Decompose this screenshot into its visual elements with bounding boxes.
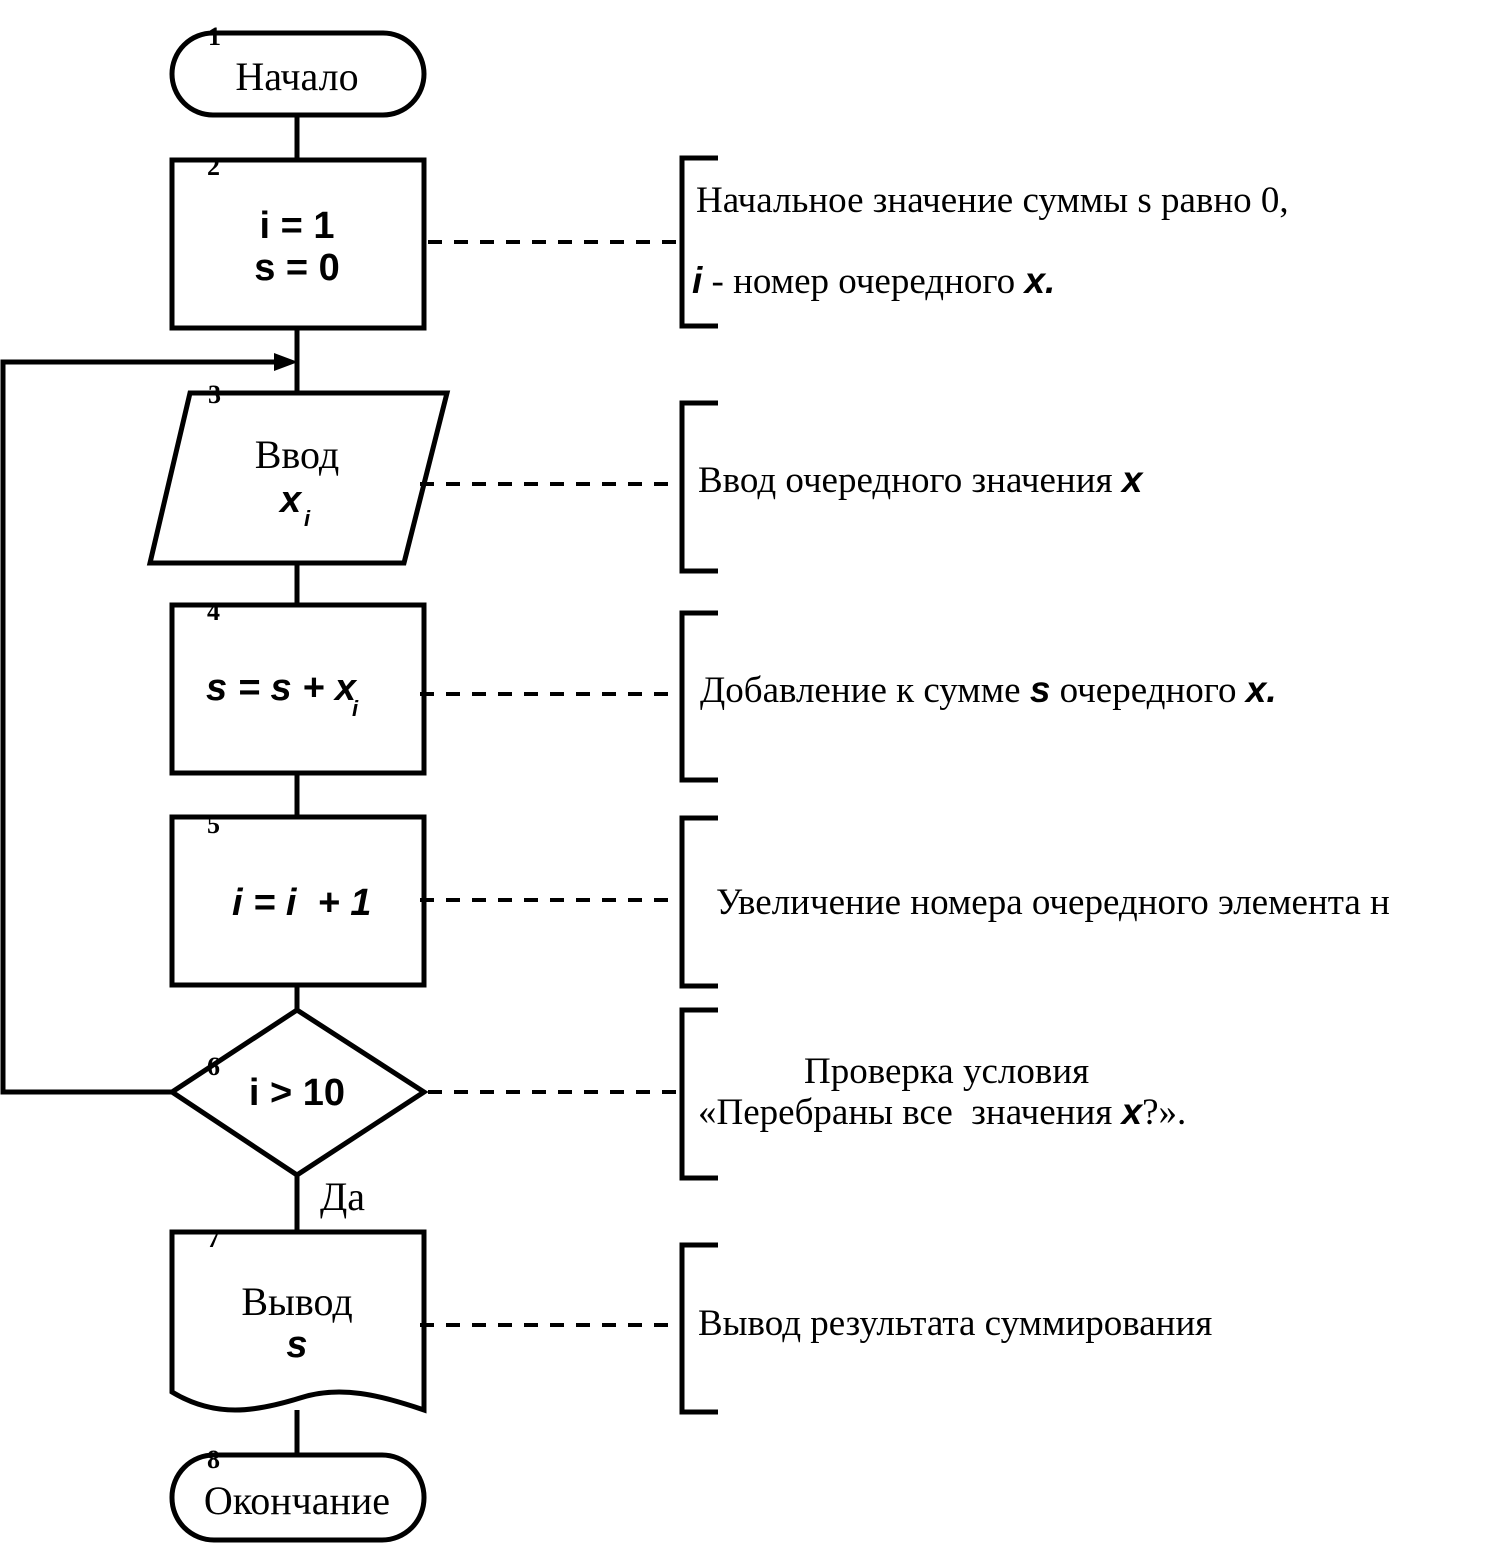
block-add: 4 s = s + x i	[169, 597, 427, 776]
block-number: 5	[207, 810, 220, 839]
block-number: 2	[207, 152, 220, 181]
decision-condition: i > 10	[249, 1072, 345, 1114]
note-init-line1: Начальное значение суммы s равно 0,	[696, 180, 1289, 221]
note-output: Вывод результата суммирования	[698, 1303, 1212, 1344]
note-add-text: Добавление к сумме	[700, 670, 1030, 711]
output-label: Вывод	[241, 1279, 352, 1324]
note-init-line2: i - номер очередного x.	[692, 260, 1055, 302]
note-add-s: s	[1030, 669, 1051, 710]
loop-back-arrow	[0, 353, 298, 1095]
block-init: 2 i = 1 s = 0	[169, 152, 427, 331]
input-var: x	[278, 479, 303, 521]
block-start: 1 Начало	[169, 22, 427, 118]
comment-texts: Начальное значение суммы s равно 0, i - …	[692, 180, 1390, 1344]
block-input: 3 Ввод x i	[146, 380, 451, 566]
block-number: 6	[207, 1052, 220, 1081]
note-check-line2: «Перебраны все значения x?».	[698, 1091, 1186, 1133]
block-number: 3	[208, 380, 221, 409]
note-init-var: i	[692, 260, 703, 301]
comment-brackets	[679, 155, 718, 1415]
note-add-text2: очередного	[1050, 670, 1245, 711]
note-check-text: «Перебраны все значения	[698, 1092, 1122, 1133]
output-var: s	[286, 1324, 307, 1366]
block-increment: 5 i = i + 1	[169, 810, 427, 988]
note-init-x: x.	[1022, 260, 1055, 301]
note-add: Добавление к сумме s очередного x.	[700, 669, 1277, 711]
input-var-sub: i	[304, 506, 311, 531]
note-increment: Увеличение номера очередного элемента н	[716, 882, 1390, 923]
note-init-text: - номер очередного	[702, 261, 1024, 302]
add-formula-sub: i	[352, 696, 359, 721]
arrowhead	[274, 353, 298, 371]
block-number: 8	[207, 1445, 220, 1474]
note-check-line1: Проверка условия	[804, 1051, 1089, 1092]
block-end: 8 Окончание	[169, 1445, 427, 1543]
add-formula: s = s + x	[206, 667, 358, 709]
input-label: Ввод	[255, 432, 340, 477]
note-input-x: x	[1120, 459, 1144, 500]
start-label: Начало	[235, 54, 358, 99]
comment-leaders	[420, 240, 680, 1327]
init-i: i = 1	[260, 205, 335, 247]
block-number: 1	[208, 22, 221, 51]
note-check-end: ?».	[1142, 1092, 1186, 1133]
increment-formula: i = i + 1	[232, 882, 371, 924]
block-number: 7	[207, 1224, 220, 1253]
note-input: Ввод очередного значения x	[698, 459, 1144, 501]
block-number: 4	[207, 597, 220, 626]
note-add-x: x.	[1244, 669, 1277, 710]
block-decision: 6 i > 10 Да	[167, 1007, 429, 1219]
block-output: 7 Вывод s	[169, 1224, 427, 1414]
init-s: s = 0	[254, 247, 340, 289]
note-check-x: x	[1120, 1091, 1144, 1132]
note-input-text: Ввод очередного значения	[698, 460, 1122, 501]
end-label: Окончание	[204, 1478, 390, 1523]
yes-label: Да	[320, 1174, 365, 1219]
